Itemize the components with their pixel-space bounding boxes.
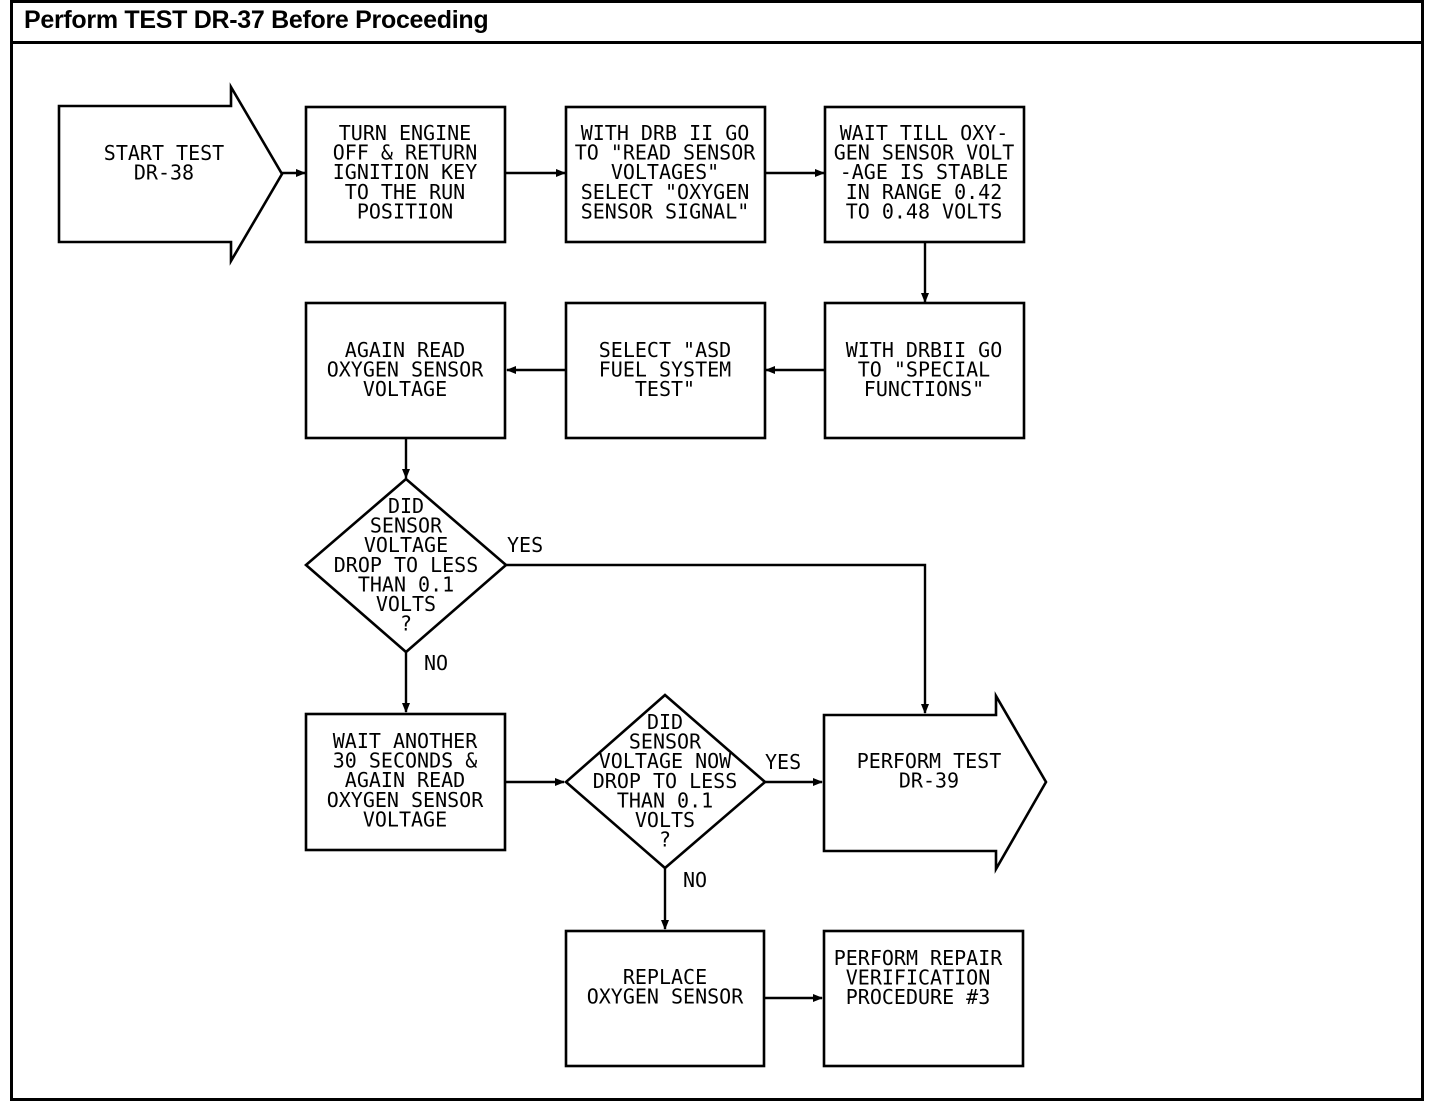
wait-another-line: OXYGEN SENSOR [327, 788, 484, 812]
wait-stable-line: IN RANGE 0.42 [846, 180, 1003, 204]
decision-1-diamond [304, 477, 508, 654]
decision-2-line: VOLTS [635, 808, 695, 832]
again-read-line: AGAIN READ [345, 338, 465, 362]
asd-test-box [564, 301, 767, 440]
replace-sensor-line: REPLACE [623, 965, 707, 989]
start-line: DR-38 [134, 161, 194, 185]
repair-verification-line: VERIFICATION [846, 966, 991, 990]
decision-2-line: SENSOR [629, 730, 702, 754]
perform-dr39-line: DR-39 [899, 769, 959, 793]
decision-1-no-label: NO [424, 651, 448, 675]
start-arrow-shape [57, 82, 284, 266]
wait-stable-line: TO 0.48 VOLTS [846, 199, 1003, 223]
turn-engine-box [304, 105, 507, 244]
repair-verification-line: PERFORM REPAIR [834, 946, 1004, 970]
special-functions-box [823, 301, 1026, 440]
arrow-decision-1-yes [505, 563, 929, 714]
wait-another-line: VOLTAGE [363, 807, 447, 831]
again-read-line: OXYGEN SENSOR [327, 358, 484, 382]
decision-1-line: DID [388, 494, 424, 518]
decision-1-line: VOLTS [376, 592, 436, 616]
drb-read-line: WITH DRB II GO [581, 121, 750, 145]
decision-1-line: ? [400, 612, 412, 636]
decision-1-line: VOLTAGE [364, 533, 448, 557]
asd-test-line: SELECT "ASD [599, 338, 731, 362]
decision-1-line: DROP TO LESS [334, 553, 479, 577]
wait-another-box [304, 712, 507, 852]
drb-read-line: TO "READ SENSOR [575, 141, 757, 165]
wait-stable-text: WAIT TILL OXY-GEN SENSOR VOLT-AGE IS STA… [834, 121, 1015, 223]
header-bar [10, 0, 1424, 44]
decision-2-line: DROP TO LESS [593, 769, 738, 793]
repair-verification-line: PROCEDURE #3 [846, 985, 991, 1009]
perform-dr39-arrow-shape [822, 691, 1048, 874]
perform-dr39-line: PERFORM TEST [857, 749, 1002, 773]
decision-2-line: THAN 0.1 [617, 788, 713, 812]
drb-read-line: VOLTAGES" [611, 160, 719, 184]
decision-2-line: VOLTAGE NOW [599, 749, 732, 773]
wait-stable-line: GEN SENSOR VOLT [834, 141, 1015, 165]
turn-engine-line: POSITION [357, 199, 453, 223]
decision-2-yes-label: YES [765, 750, 801, 774]
special-functions-line: TO "SPECIAL [858, 358, 990, 382]
decision-1-line: THAN 0.1 [358, 572, 454, 596]
again-read-box [304, 301, 507, 440]
page-title: Perform TEST DR-37 Before Proceeding [24, 6, 489, 34]
wait-stable-box [823, 105, 1026, 244]
drb-read-line: SELECT "OXYGEN [581, 180, 750, 204]
special-functions-line: WITH DRBII GO [846, 338, 1003, 362]
repair-verification-box [822, 929, 1025, 1068]
wait-stable-line: WAIT TILL OXY- [840, 121, 1009, 145]
turn-engine-line: TURN ENGINE [339, 121, 471, 145]
drb-read-line: SENSOR SIGNAL" [581, 199, 750, 223]
drb-read-box [564, 105, 767, 244]
wait-stable-line: -AGE IS STABLE [840, 160, 1009, 184]
special-functions-line: FUNCTIONS" [864, 377, 984, 401]
again-read-line: VOLTAGE [363, 377, 447, 401]
asd-test-line: TEST" [635, 377, 695, 401]
decision-1-line: SENSOR [370, 514, 443, 538]
start-line: START TEST [104, 141, 224, 165]
decision-2-no-label: NO [683, 868, 707, 892]
decision-2-line: DID [647, 710, 683, 734]
replace-sensor-line: OXYGEN SENSOR [587, 985, 744, 1009]
turn-engine-line: TO THE RUN [345, 180, 465, 204]
turn-engine-line: IGNITION KEY [333, 160, 478, 184]
diagram-frame [10, 0, 1424, 1101]
decision-2-diamond [564, 693, 767, 870]
turn-engine-line: OFF & RETURN [333, 141, 478, 165]
wait-another-line: WAIT ANOTHER [333, 729, 478, 753]
connectors [282, 169, 929, 1002]
replace-sensor-box [564, 929, 766, 1068]
wait-another-line: AGAIN READ [345, 768, 465, 792]
wait-another-line: 30 SECONDS & [333, 749, 478, 773]
decision-2-line: ? [659, 828, 671, 852]
decision-1-yes-label: YES [507, 533, 543, 557]
asd-test-line: FUEL SYSTEM [599, 358, 731, 382]
